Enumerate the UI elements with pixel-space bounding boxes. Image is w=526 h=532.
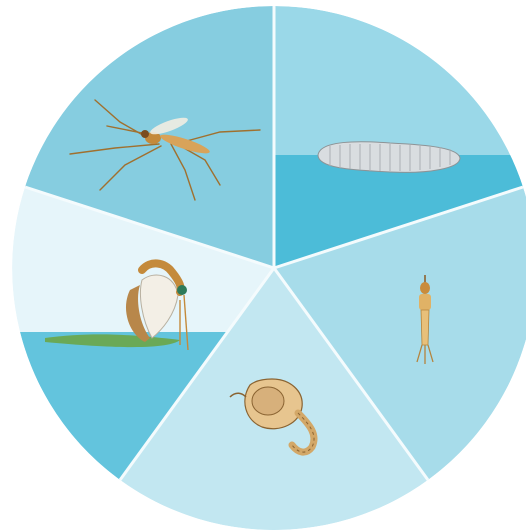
life-cycle-diagram xyxy=(0,0,526,532)
life-cycle-wheel xyxy=(0,0,526,532)
